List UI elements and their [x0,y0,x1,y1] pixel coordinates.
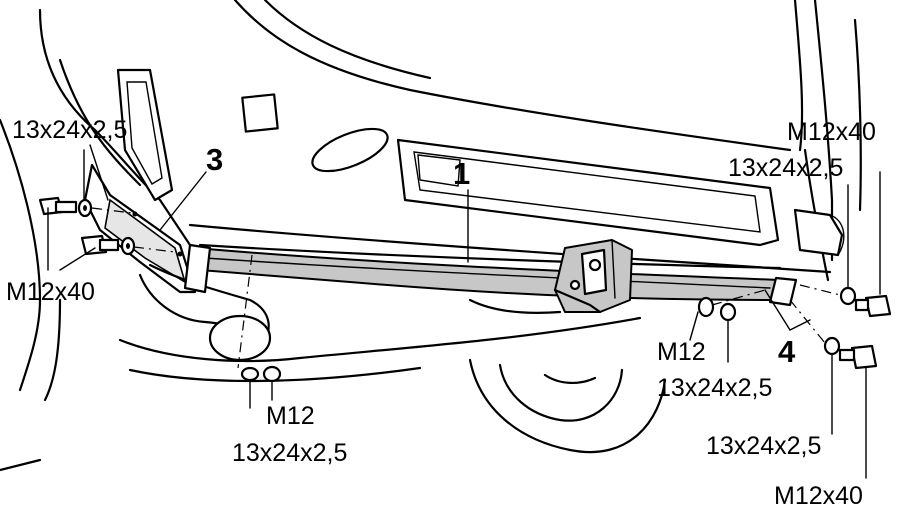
rear-body-panel [188,0,862,287]
washer-bottom [240,366,260,382]
label-washer-top-right: 13x24x2,5 [728,154,843,182]
nut-right [697,296,715,318]
washer-top-right [839,286,857,306]
nut-bottom [262,365,282,383]
underbody [118,263,667,454]
label-washer-right-mid: 13x24x2,5 [657,374,772,402]
fasteners-left [38,144,282,409]
left-body-panel [0,8,197,472]
crossmember [183,239,798,314]
label-bolt-top-right: M12x40 [787,118,876,146]
callout-3-leader [159,171,207,231]
washer-bottom-right [823,336,841,356]
label-washer-top-left: 13x24x2,5 [12,116,127,144]
label-bolt-bottom-right: M12x40 [774,482,863,510]
callout-1: 1 [453,156,470,191]
bolt-top-right [864,294,892,318]
bolt-bottom-right [850,344,878,370]
callout-3: 3 [206,142,223,177]
label-bolt-left: M12x40 [6,278,95,306]
label-nut-right: M12 [657,338,706,366]
fasteners-right [689,171,892,479]
callout-4: 4 [778,334,796,369]
label-washer-bottom: 13x24x2,5 [232,439,347,467]
label-washer-bottom-right: 13x24x2,5 [706,432,821,460]
washer-right-mid [719,302,737,322]
label-nut-bottom: M12 [266,402,315,430]
